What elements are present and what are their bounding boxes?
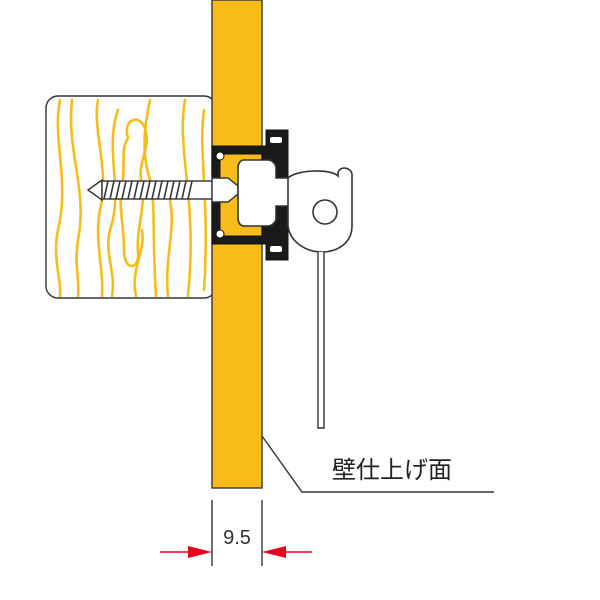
thickness-dimension: 9.5 bbox=[160, 500, 312, 566]
rail-bottom-hole bbox=[215, 229, 225, 239]
rail-top-hole bbox=[215, 151, 225, 161]
dim-arrow-right bbox=[262, 546, 286, 558]
screw bbox=[86, 178, 213, 202]
hook-runner bbox=[237, 159, 353, 253]
hanging-wire bbox=[317, 252, 325, 429]
wall-finish-leader bbox=[261, 435, 494, 493]
rail-top-slot bbox=[270, 137, 282, 143]
rail-bottom-slot bbox=[270, 246, 282, 252]
runner-body bbox=[237, 159, 291, 227]
hook-eye bbox=[312, 199, 338, 225]
screw-thread bbox=[103, 180, 193, 200]
thickness-label: 9.5 bbox=[223, 527, 251, 549]
dim-arrow-left bbox=[188, 546, 212, 558]
wood-grain bbox=[54, 98, 208, 298]
wall-finish-label: 壁仕上げ面 bbox=[332, 456, 452, 484]
